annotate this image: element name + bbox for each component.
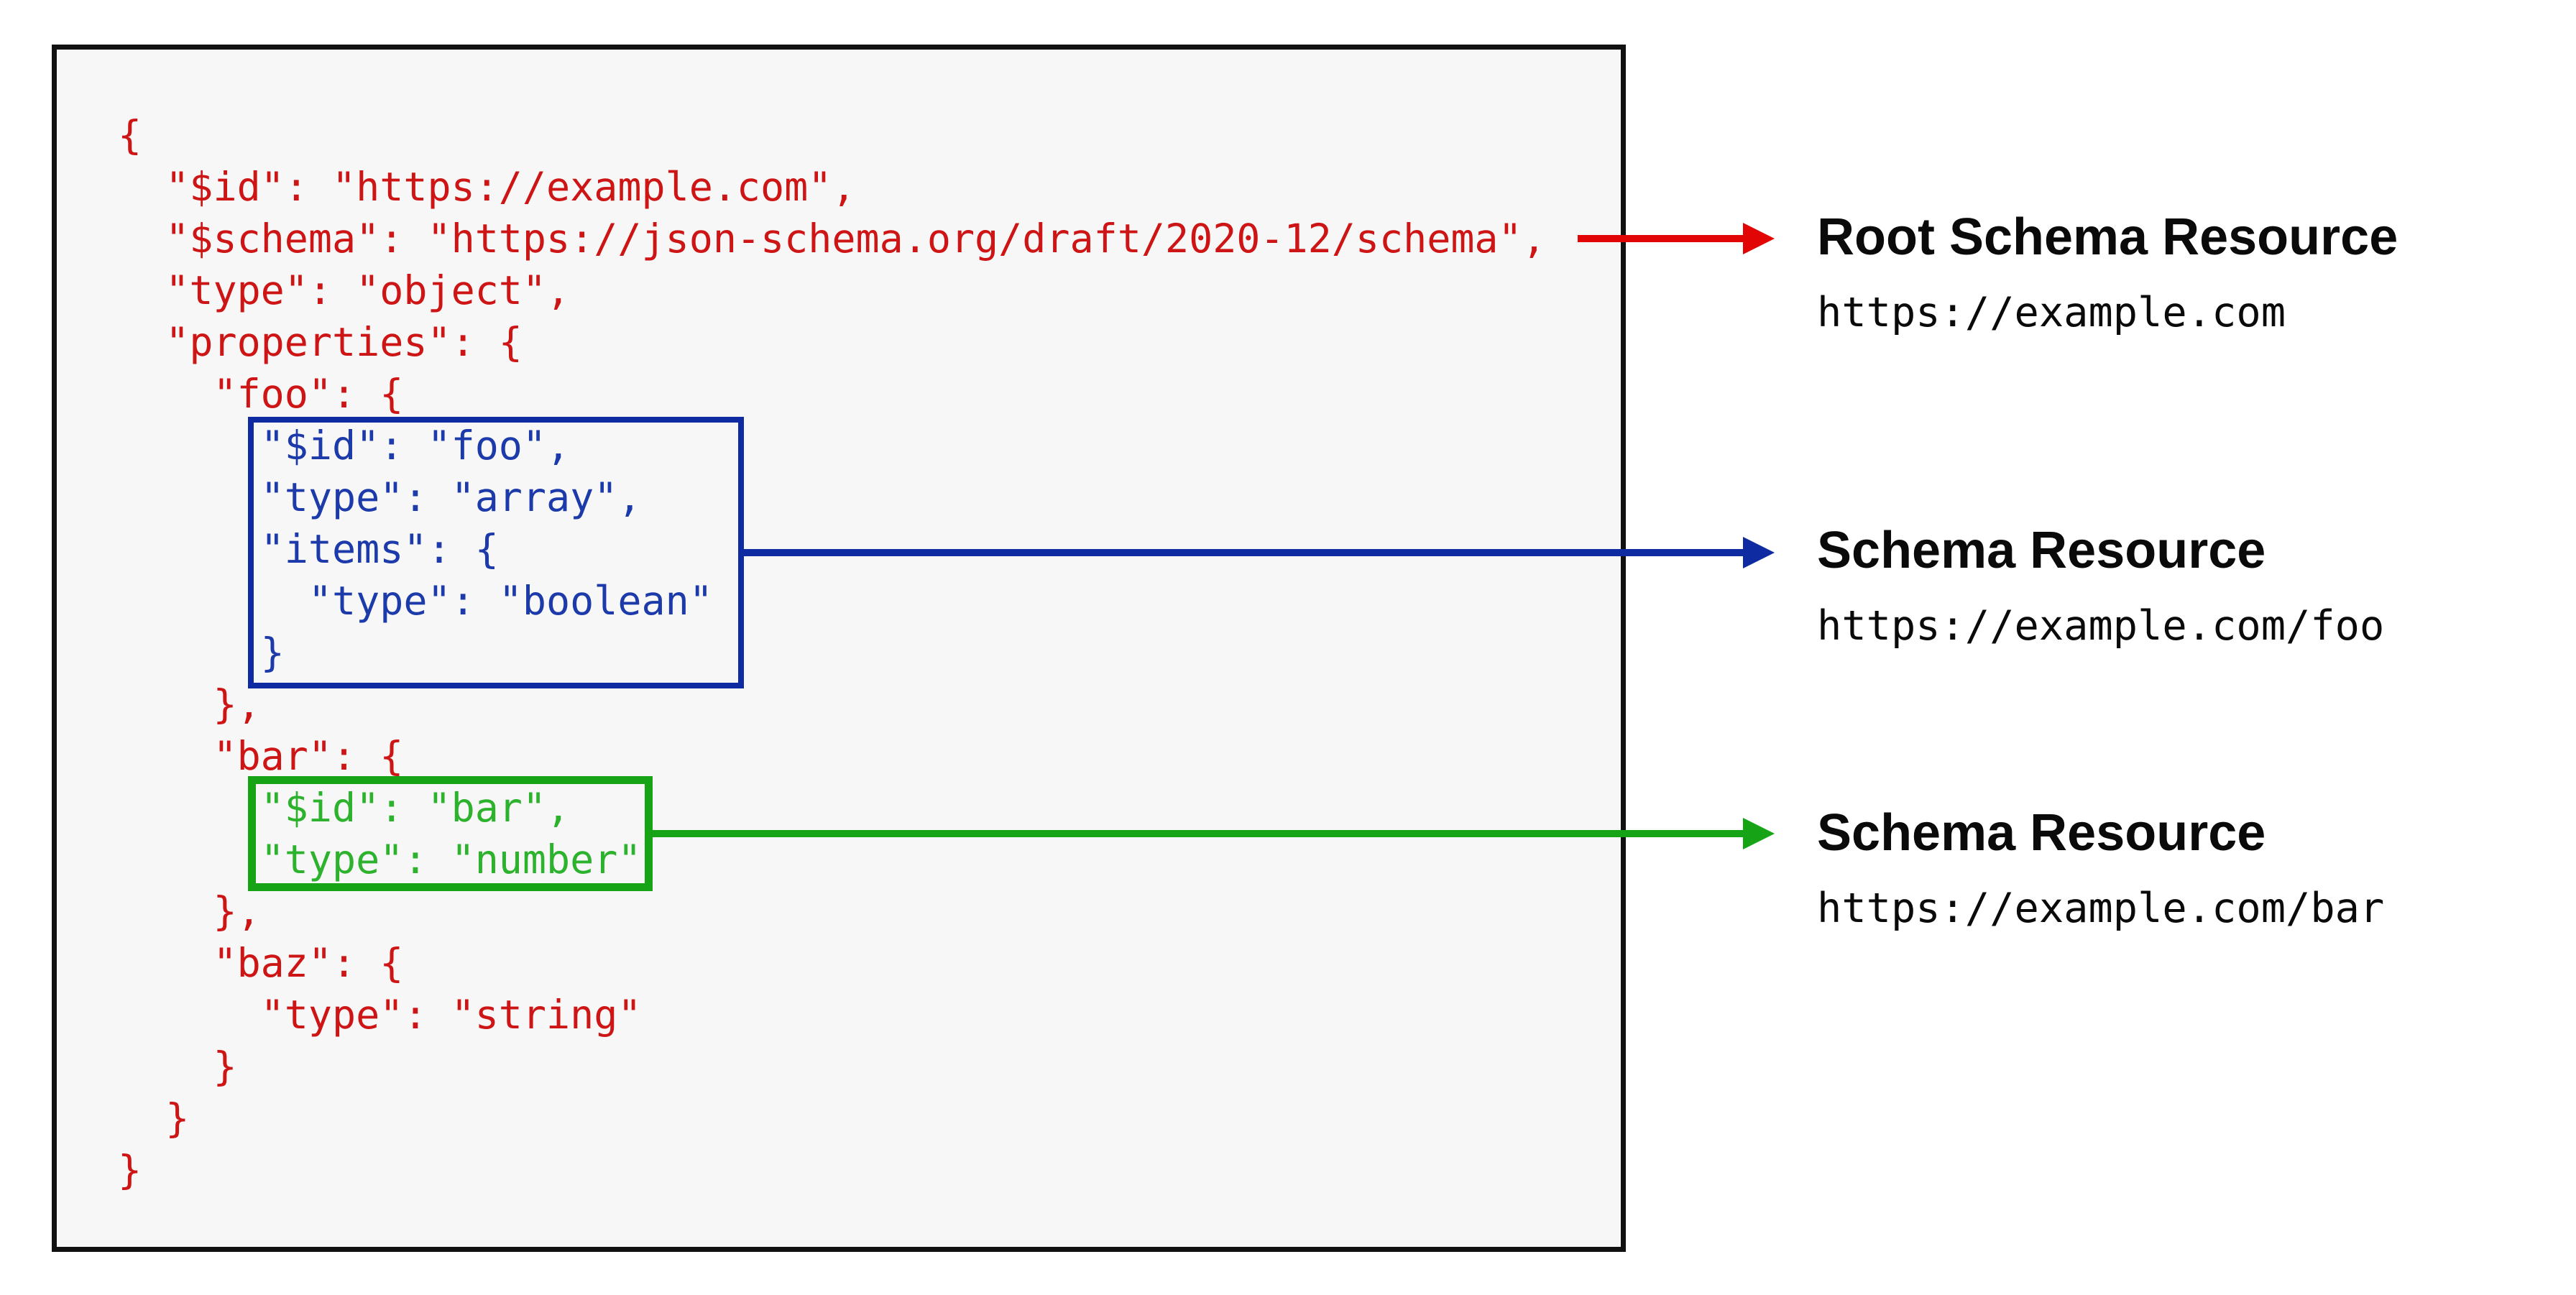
code-line: "type": "array", [118, 474, 642, 520]
code-line: { [118, 112, 142, 158]
code-line: "$id": "https://example.com", [118, 164, 856, 210]
code-line: } [118, 630, 285, 676]
code-line: "bar": { [118, 733, 404, 779]
code-line: } [118, 1147, 142, 1193]
code-line: }, [118, 681, 261, 727]
foo-schema-arrow [744, 537, 1775, 568]
code-line: "type": "object", [118, 267, 571, 313]
annotation-title: Schema Resource [1817, 804, 2266, 862]
annotation-bar-schema-resource: Schema Resource https://example.com/bar [1817, 803, 2384, 932]
code-line: "items": { [118, 526, 499, 572]
code-line: } [118, 1095, 190, 1141]
annotation-root-schema-resource: Root Schema Resource https://example.com [1817, 207, 2398, 336]
foo-schema-resource-box [248, 417, 744, 688]
code-line: } [118, 1043, 237, 1089]
code-lines: { "$id": "https://example.com", "$schema… [118, 109, 1546, 1196]
arrowhead-icon [1743, 223, 1775, 254]
code-line: "baz": { [118, 940, 404, 986]
bar-schema-arrow [653, 818, 1775, 849]
code-line: "properties": { [118, 319, 523, 365]
code-line: "$id": "foo", [118, 423, 571, 469]
code-line: "type": "number" [118, 837, 642, 882]
code-line: "type": "boolean" [118, 578, 713, 624]
annotation-title: Schema Resource [1817, 522, 2266, 579]
bar-schema-resource-box [248, 776, 653, 891]
annotation-url: https://example.com/foo [1817, 602, 2385, 650]
json-schema-code-panel [52, 45, 1626, 1252]
annotation-title: Root Schema Resource [1817, 208, 2398, 266]
code-line: "foo": { [118, 371, 404, 417]
code-line: "$schema": "https://json-schema.org/draf… [118, 216, 1546, 262]
annotation-foo-schema-resource: Schema Resource https://example.com/foo [1817, 520, 2384, 650]
arrowhead-icon [1743, 537, 1775, 568]
annotation-url: https://example.com/bar [1817, 885, 2385, 932]
arrowhead-icon [1743, 818, 1775, 849]
annotation-url: https://example.com [1817, 289, 2286, 336]
code-line: "$id": "bar", [118, 785, 571, 831]
root-schema-arrow [1578, 223, 1775, 254]
code-line: "type": "string" [118, 992, 642, 1038]
code-line: }, [118, 888, 261, 934]
